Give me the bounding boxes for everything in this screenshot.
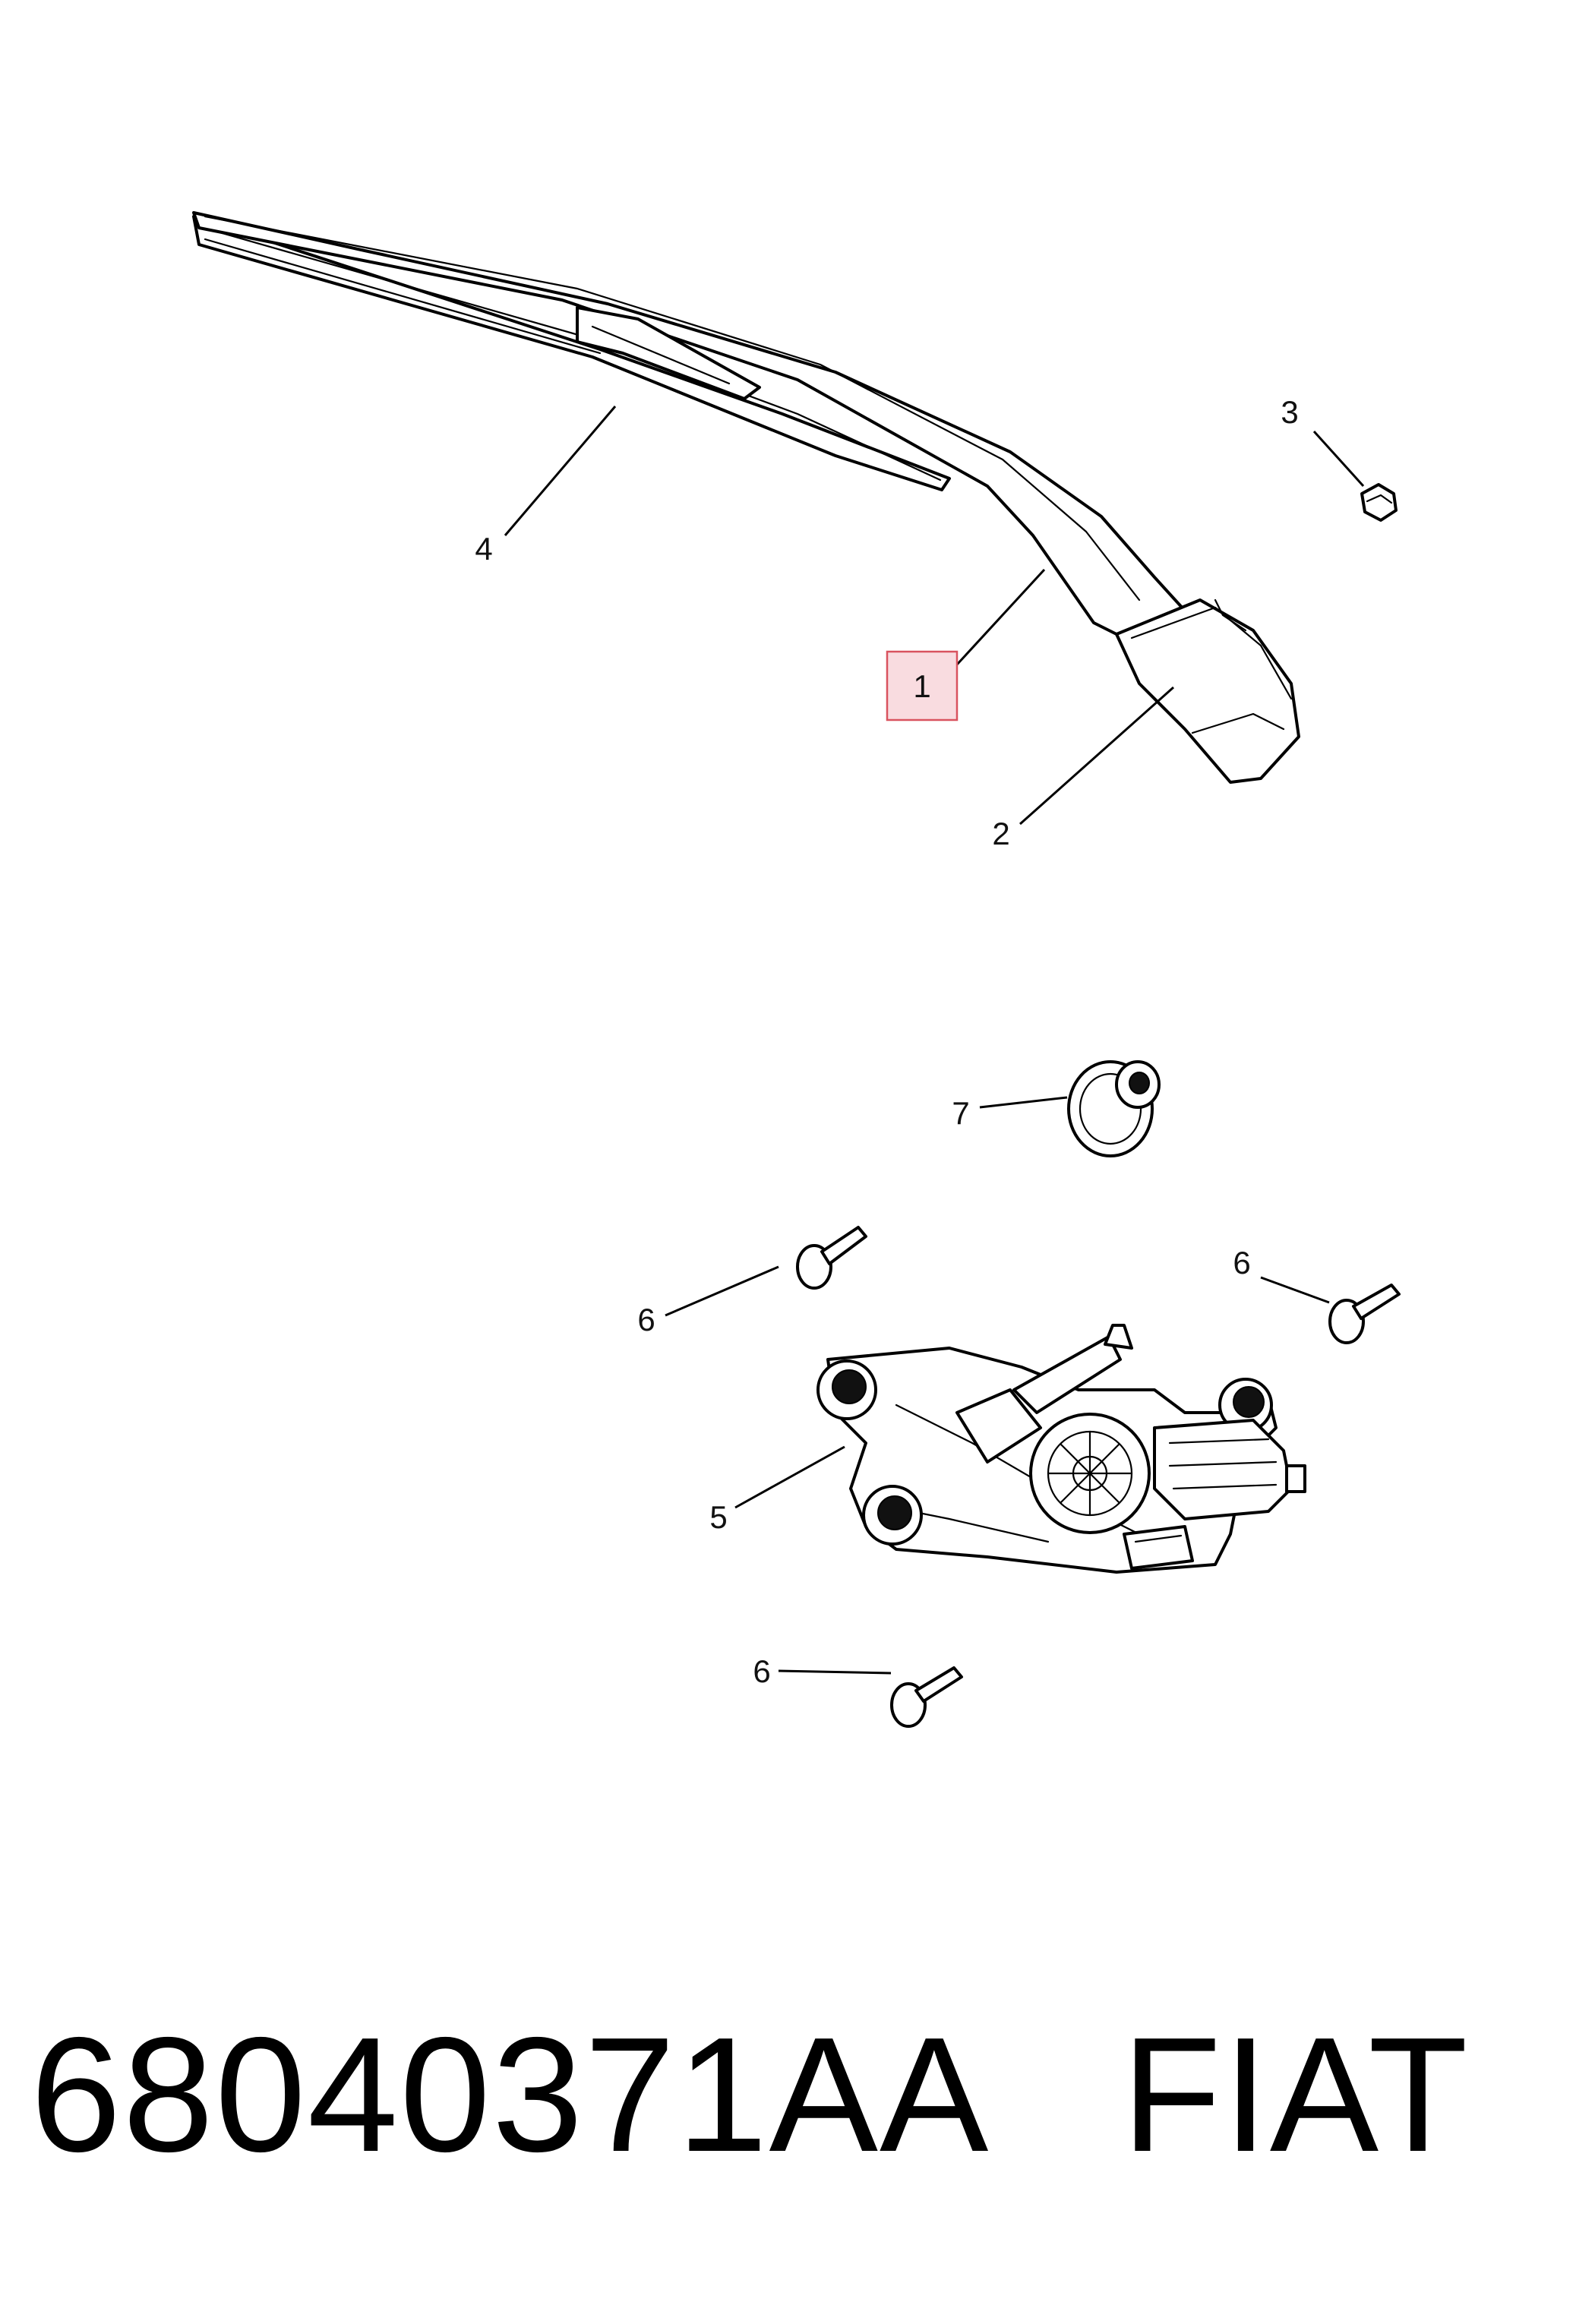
- highlight-box-part-1: [886, 650, 959, 722]
- leader-3: [1312, 430, 1365, 488]
- leader-7: [979, 1096, 1068, 1109]
- leader-2: [1019, 686, 1174, 826]
- leader-6a: [665, 1265, 779, 1317]
- callout-7: 7: [952, 1095, 969, 1131]
- callout-1: 1: [913, 668, 930, 704]
- callout-3: 3: [1281, 394, 1298, 430]
- callout-2: 2: [992, 816, 1009, 851]
- caption-line: 68040371AA FIAT: [30, 2013, 1470, 2176]
- leader-5: [734, 1445, 845, 1509]
- bolt-right: [1328, 1284, 1401, 1344]
- callout-6-right: 6: [1233, 1245, 1250, 1280]
- callout-4: 4: [475, 531, 492, 567]
- part-number: 68040371AA: [30, 2003, 981, 2186]
- wiper-arm-assembly: [192, 211, 1300, 784]
- leader-4: [504, 406, 617, 536]
- grommet: [1067, 1060, 1161, 1157]
- callout-6-bottom: 6: [753, 1653, 770, 1689]
- bolt-upper-left: [796, 1226, 867, 1290]
- callout-5: 5: [709, 1499, 727, 1535]
- wiper-motor: [816, 1324, 1306, 1574]
- brand-name: FIAT: [1121, 2003, 1470, 2186]
- leader-1: [955, 568, 1046, 666]
- bolt-bottom: [890, 1666, 963, 1728]
- nut: [1360, 483, 1398, 522]
- leader-6c: [778, 1669, 892, 1675]
- callout-6-left: 6: [637, 1302, 655, 1337]
- leader-6b: [1260, 1276, 1330, 1304]
